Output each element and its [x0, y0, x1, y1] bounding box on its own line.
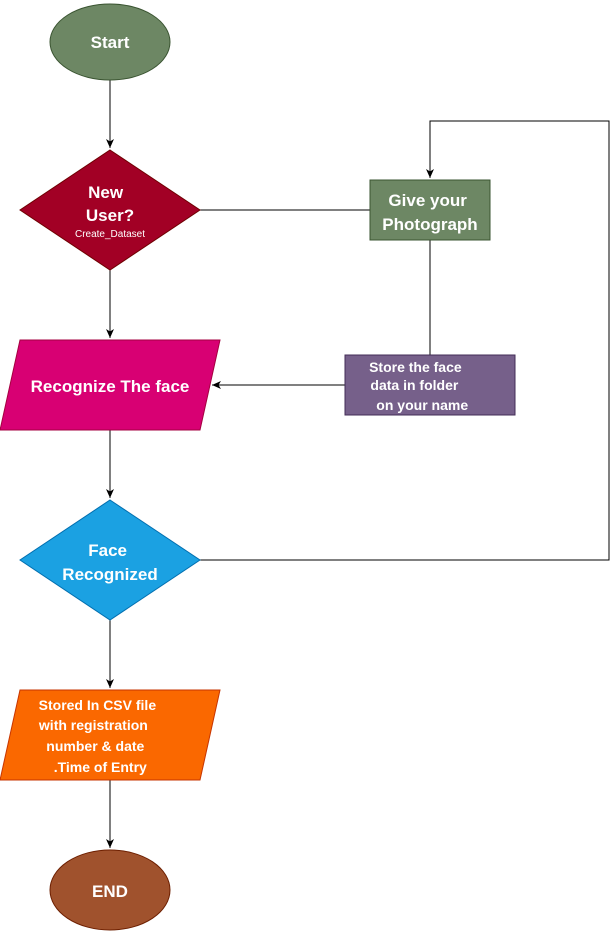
store-face-label-line-2: data in folder [370, 377, 458, 393]
face-recognized-label-line-2: Recognized [62, 565, 157, 584]
end-label: END [92, 882, 128, 901]
give-photo-process-shape [369, 179, 491, 241]
edge-face-recognized-loop-to-give-photo [200, 120, 610, 561]
give-photo-label-line-1: Give your [388, 191, 467, 210]
store-face-label-line-1: Store the face [369, 359, 462, 375]
recognize-io-shape [0, 339, 221, 431]
store-face-process-shape [344, 354, 516, 416]
start-terminator-shape [49, 3, 171, 81]
stored-csv-label: Stored In CSV file with registration num… [0, 0, 183, 775]
store-face-label: Store the face data in folder on your na… [0, 0, 489, 413]
new-user-label: New User? [86, 183, 134, 225]
node-store-face[interactable]: Store the face data in folder on your na… [0, 0, 516, 416]
recognize-label: Recognize The face [31, 377, 190, 396]
start-label: Start [91, 33, 130, 52]
face-recognized-label-line-1: Face [88, 541, 127, 560]
stored-csv-label-line-2: with registration [38, 717, 148, 733]
end-label-line: END [92, 882, 128, 901]
node-end[interactable]: END [49, 849, 171, 931]
edges [106, 80, 610, 848]
new-user-sublabel: Create_Dataset [75, 229, 145, 240]
node-recognize[interactable]: Recognize The face [0, 339, 221, 431]
stored-csv-label-line-1: Stored In CSV file [39, 697, 157, 713]
node-stored-csv[interactable]: Stored In CSV file with registration num… [0, 0, 221, 781]
end-terminator-shape [49, 849, 171, 931]
new-user-label-line-2: User? [86, 206, 134, 225]
give-photo-label: Give your Photograph [382, 191, 477, 234]
node-start[interactable]: Start [49, 3, 171, 81]
new-user-decision-shape [19, 149, 201, 271]
face-recognized-label: Face Recognized [62, 541, 157, 584]
stored-csv-label-line-3: number & date [42, 738, 144, 754]
face-recognized-decision-shape [19, 499, 201, 621]
node-face-recognized[interactable]: Face Recognized [19, 499, 201, 621]
new-user-label-line-1: New [88, 183, 124, 202]
recognize-label-line: Recognize The face [31, 377, 190, 396]
stored-csv-io-shape [0, 689, 221, 781]
stored-csv-label-line-4: .Time of Entry [54, 759, 147, 775]
give-photo-label-line-2: Photograph [382, 215, 477, 234]
node-new-user[interactable]: New User? Create_Dataset [19, 149, 201, 271]
node-give-photo[interactable]: Give your Photograph [369, 179, 491, 241]
store-face-label-line-3: on your name [372, 397, 468, 413]
start-label-line: Start [91, 33, 130, 52]
